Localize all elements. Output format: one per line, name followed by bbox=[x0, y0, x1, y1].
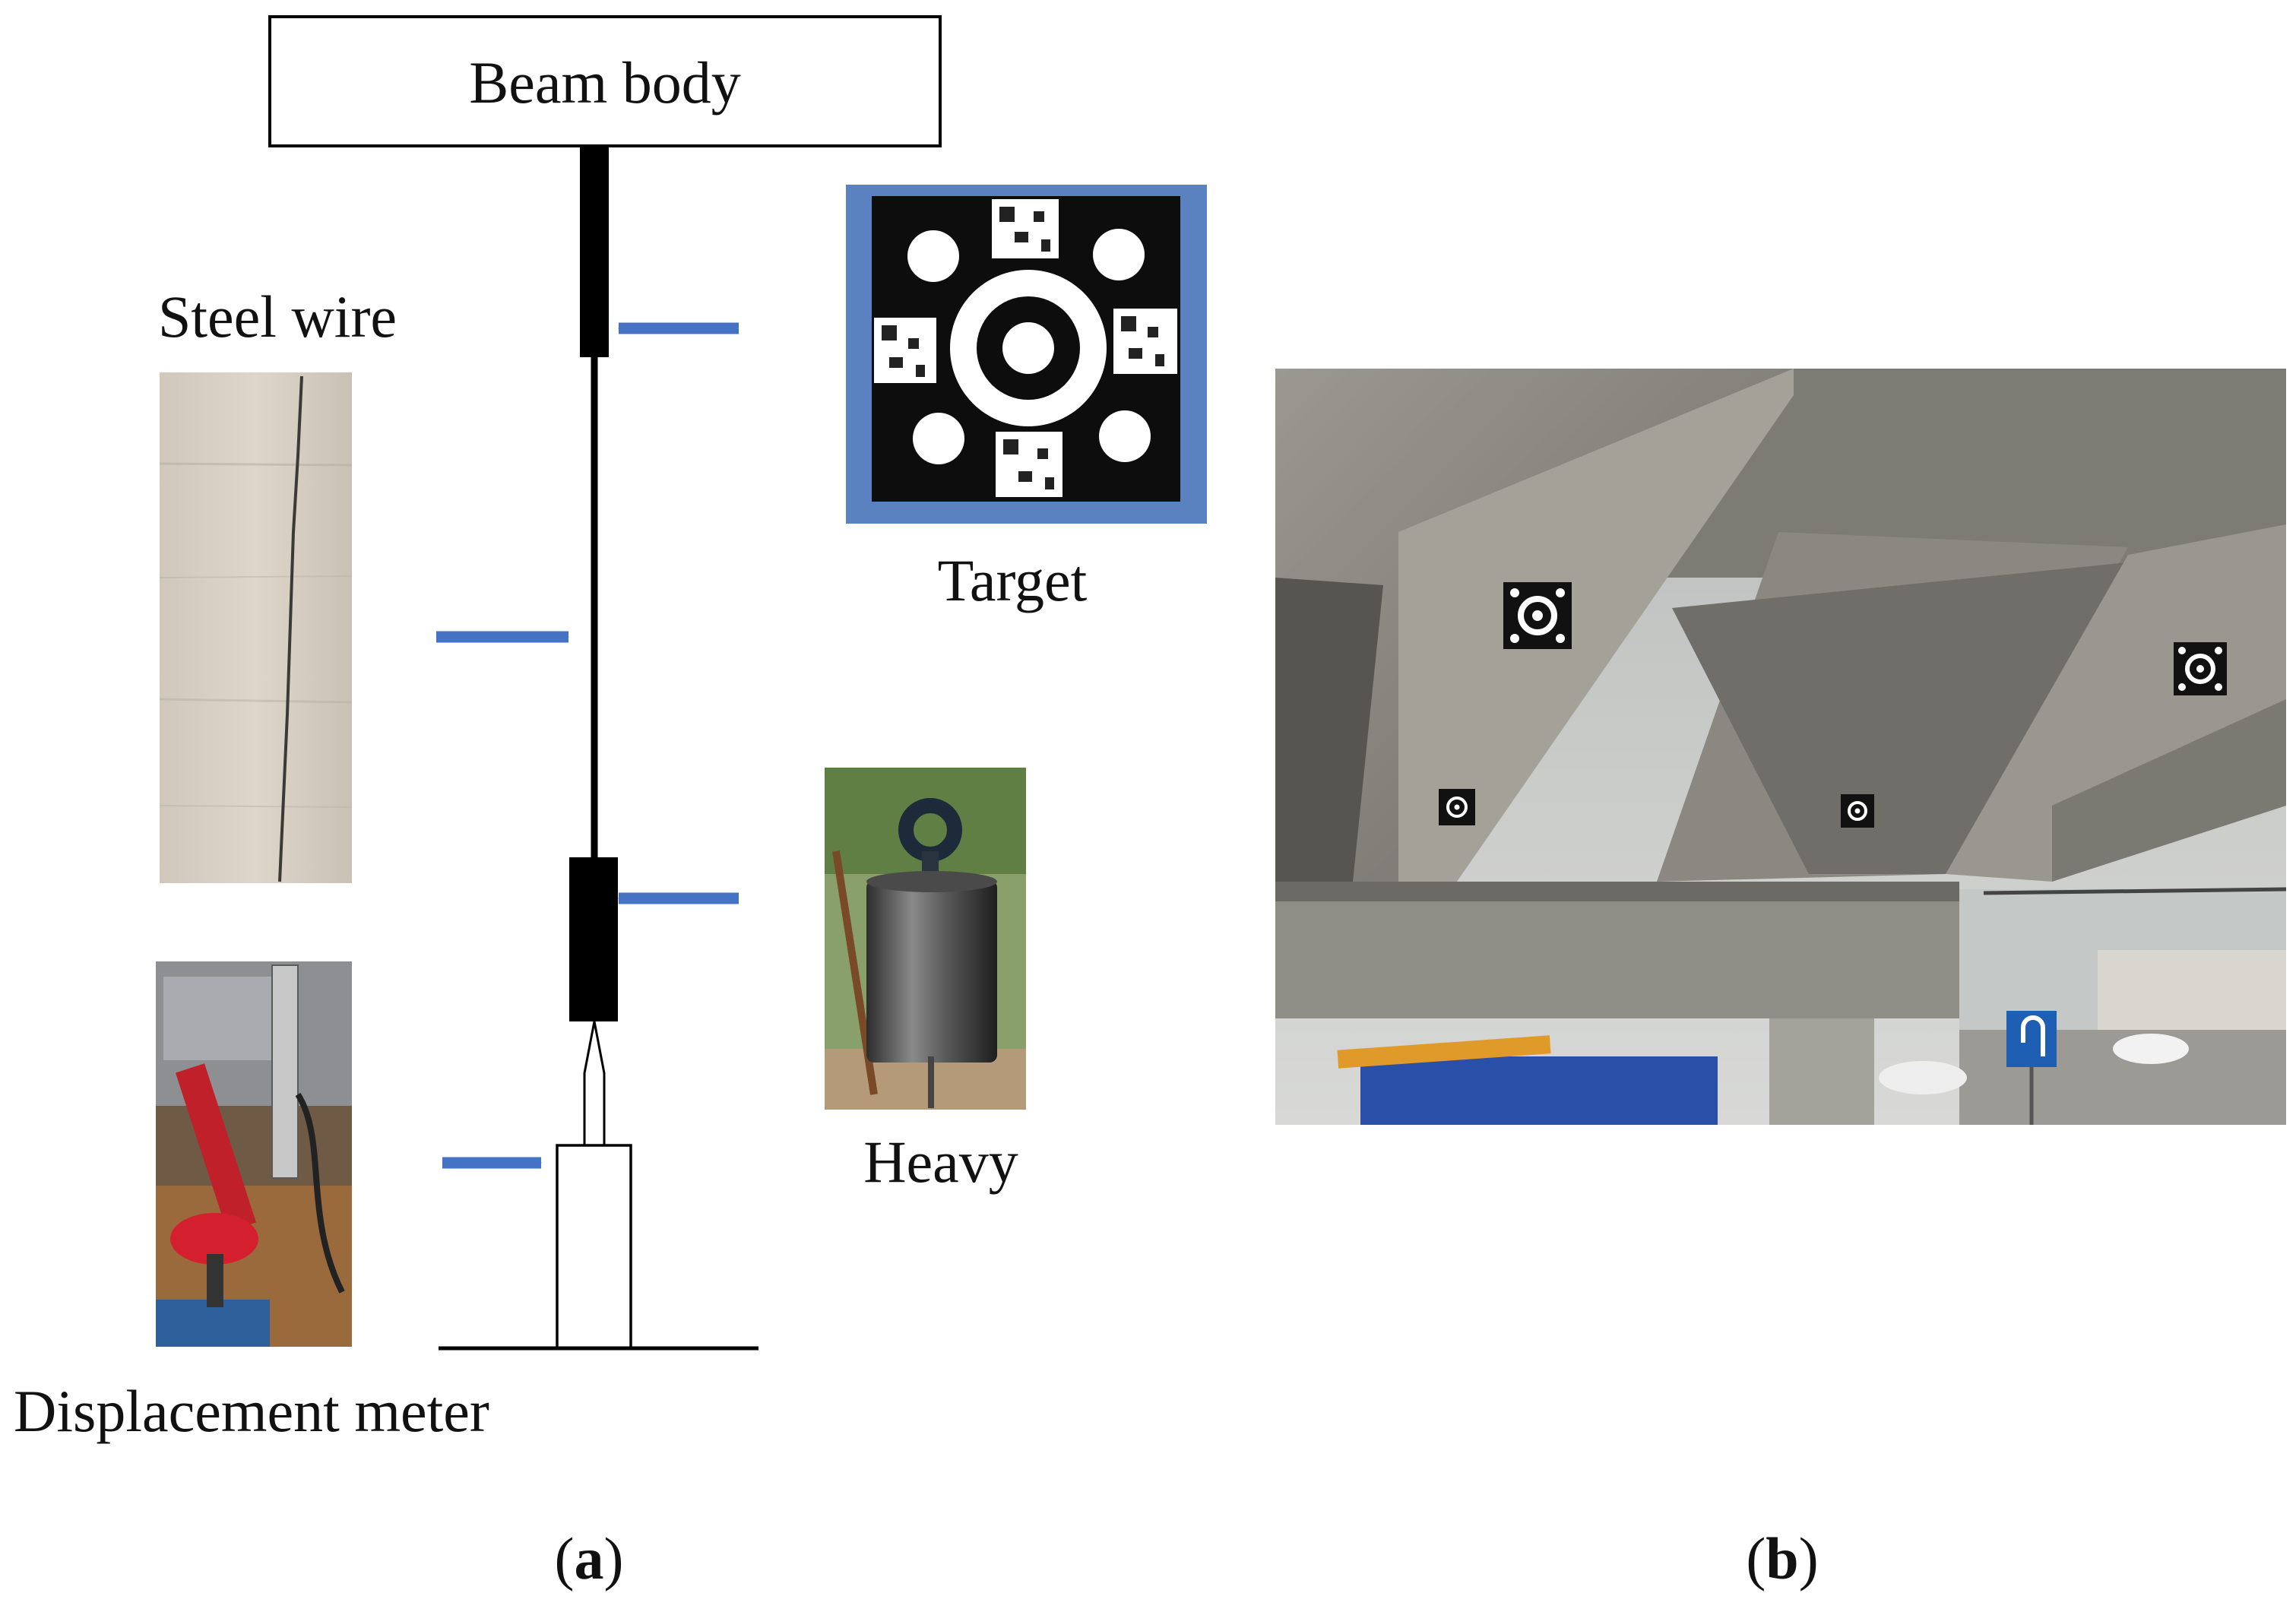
caption-b: (b) bbox=[1746, 1525, 1818, 1591]
heavy-photo bbox=[825, 768, 1026, 1110]
displacement-meter-label: Displacement meter bbox=[14, 1378, 489, 1444]
bridge-target-2 bbox=[2174, 642, 2227, 695]
target-dots bbox=[907, 229, 1151, 464]
beam-body-label: Beam body bbox=[469, 49, 740, 116]
bridge-target-4 bbox=[1841, 794, 1874, 828]
probe-tip bbox=[583, 1021, 606, 1148]
qr-patches bbox=[874, 199, 1177, 497]
meter-body bbox=[556, 1144, 632, 1350]
heavy-block bbox=[569, 857, 618, 1021]
caption-a: (a) bbox=[555, 1525, 624, 1591]
target-mount-block bbox=[580, 146, 609, 357]
steel-wire-label: Steel wire bbox=[158, 283, 397, 350]
displacement-meter-photo bbox=[156, 961, 352, 1347]
bridge-target-3 bbox=[1439, 789, 1475, 825]
target-photo bbox=[846, 185, 1207, 524]
arrows bbox=[436, 322, 739, 1169]
panel-a: Beam body Steel wire bbox=[14, 15, 1207, 1591]
panel-b-bridge-photo bbox=[1275, 369, 2286, 1125]
heavy-label: Heavy bbox=[863, 1129, 1018, 1195]
bridge-target-1 bbox=[1503, 582, 1572, 649]
target-center bbox=[1002, 322, 1054, 374]
beam-body-box: Beam body bbox=[268, 15, 942, 147]
target-label: Target bbox=[938, 547, 1088, 613]
steel-wire-photo bbox=[159, 372, 353, 883]
